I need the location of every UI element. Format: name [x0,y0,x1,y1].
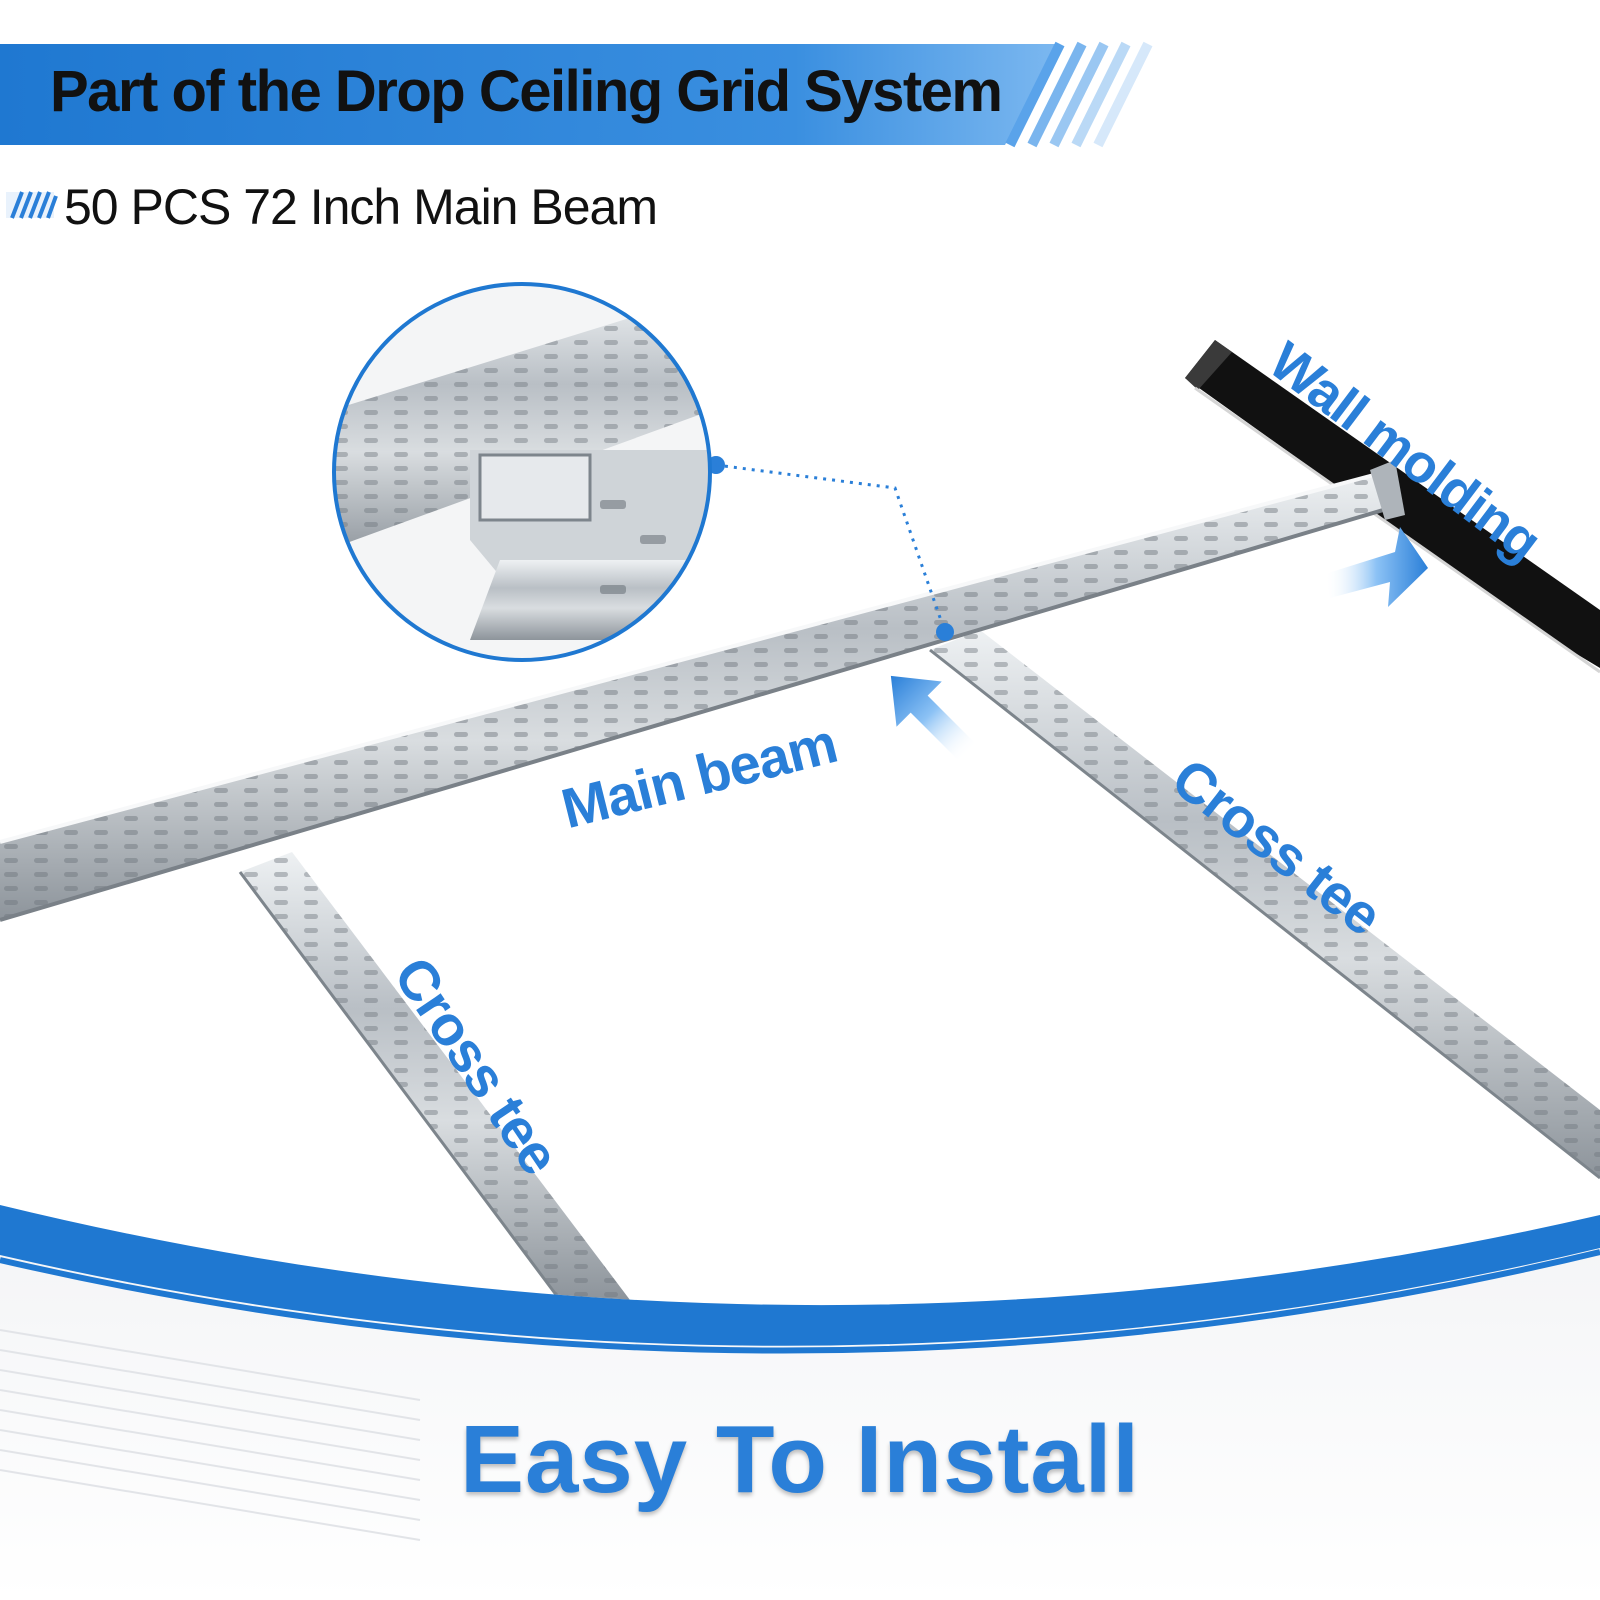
cross-tee-right [929,630,1600,1180]
banner-stripes-decoration [1005,41,1153,148]
diagonal-stripes-icon [6,191,58,219]
cross-tee-left [238,852,630,1301]
footer-title: Easy To Install [459,1406,1141,1513]
zoom-detail [332,282,712,662]
bottom-band [0,1205,1600,1600]
product-subtitle: 50 PCS 72 Inch Main Beam [64,179,658,235]
header-banner [0,41,1153,148]
pointer-arrow-icon [890,675,978,763]
bottom-texture-lines [0,1329,421,1541]
main-beam [0,460,1405,922]
pointer-arrow-icon [1325,527,1428,607]
page-title: Part of the Drop Ceiling Grid System [50,59,1003,124]
